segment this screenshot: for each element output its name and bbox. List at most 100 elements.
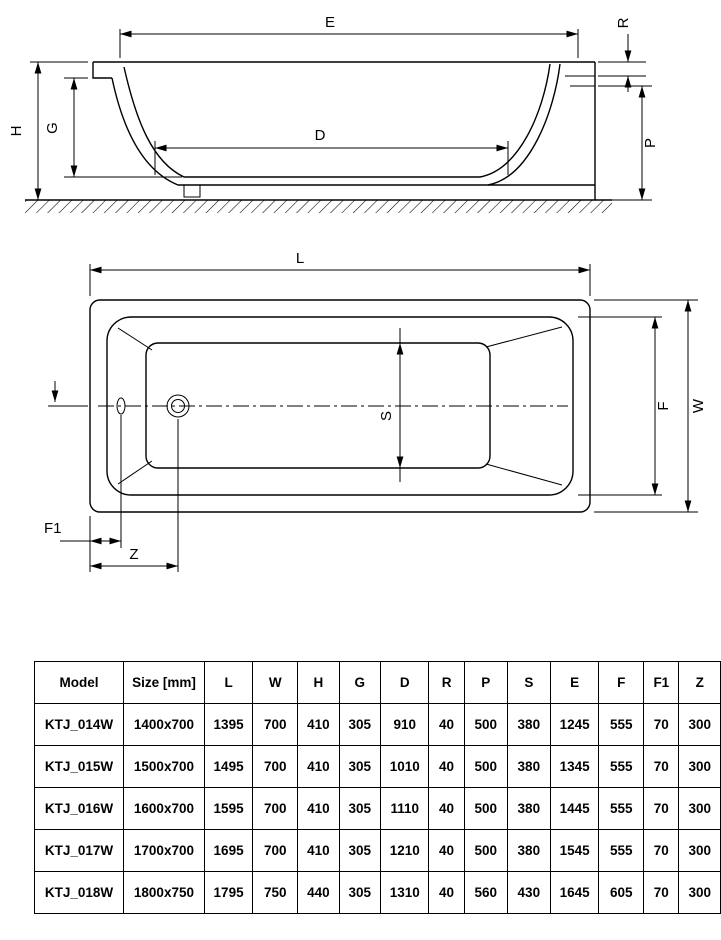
tub-right-outer-slope	[487, 63, 561, 186]
value-cell: 1345	[549, 745, 600, 788]
value-cell: 500	[463, 745, 508, 788]
bowl-slope-edge	[485, 326, 563, 348]
dim-label-w: W	[690, 398, 707, 413]
value-cell: 700	[252, 829, 299, 872]
column-header: F	[598, 661, 645, 704]
value-cell: 500	[463, 787, 508, 830]
value-cell: 1245	[549, 703, 600, 746]
value-cell: 300	[678, 787, 721, 830]
value-cell: 555	[598, 745, 645, 788]
tub-outer-shell	[111, 77, 595, 186]
value-cell: 555	[598, 787, 645, 830]
dimension-z: Z	[90, 419, 179, 572]
ground-hatching	[25, 200, 612, 213]
value-cell: 300	[678, 745, 721, 788]
value-cell: 440	[297, 871, 340, 914]
value-cell: 1645	[549, 871, 600, 914]
value-cell: 380	[506, 703, 551, 746]
tub-side-profile	[92, 61, 596, 200]
value-cell: 305	[338, 745, 381, 788]
value-cell: 555	[598, 829, 645, 872]
dimension-f1: F1	[44, 415, 122, 572]
value-cell: 560	[463, 871, 508, 914]
value-cell: 1445	[549, 787, 600, 830]
model-cell: KTJ_016W	[33, 787, 125, 830]
dimension-w: W	[594, 299, 707, 513]
value-cell: 70	[643, 871, 680, 914]
value-cell: 1800x750	[123, 871, 205, 914]
bowl-slope-edge	[117, 327, 153, 351]
value-cell: 1010	[379, 745, 430, 788]
value-cell: 1310	[379, 871, 430, 914]
dimension-e: E	[119, 14, 579, 58]
value-cell: 40	[428, 745, 465, 788]
value-cell: 1700x700	[123, 829, 205, 872]
value-cell: 305	[338, 703, 381, 746]
value-cell: 1395	[203, 703, 254, 746]
column-header: P	[463, 661, 508, 704]
model-cell: KTJ_018W	[33, 871, 125, 914]
value-cell: 555	[598, 703, 645, 746]
value-cell: 700	[252, 745, 299, 788]
value-cell: 305	[338, 871, 381, 914]
value-cell: 40	[428, 703, 465, 746]
dim-label-h: H	[8, 126, 25, 137]
column-header: W	[252, 661, 299, 704]
value-cell: 1500x700	[123, 745, 205, 788]
value-cell: 750	[252, 871, 299, 914]
value-cell: 605	[598, 871, 645, 914]
drawing-canvas: E R H G	[8, 14, 707, 572]
dim-label-z: Z	[129, 546, 138, 563]
dim-label-f: F	[655, 401, 672, 410]
value-cell: 300	[678, 703, 721, 746]
value-cell: 380	[506, 829, 551, 872]
value-cell: 380	[506, 745, 551, 788]
side-view: E R H G	[8, 14, 659, 213]
value-cell: 910	[379, 703, 430, 746]
value-cell: 500	[463, 829, 508, 872]
dimension-l: L	[89, 250, 591, 296]
value-cell: 1400x700	[123, 703, 205, 746]
value-cell: 410	[297, 829, 340, 872]
column-header: H	[297, 661, 340, 704]
dimension-f: F	[578, 316, 672, 496]
value-cell: 300	[678, 871, 721, 914]
value-cell: 1600x700	[123, 787, 205, 830]
dim-label-g: G	[44, 122, 61, 134]
column-header: D	[379, 661, 430, 704]
column-header: F1	[643, 661, 680, 704]
value-cell: 1595	[203, 787, 254, 830]
value-cell: 305	[338, 829, 381, 872]
value-cell: 410	[297, 787, 340, 830]
value-cell: 430	[506, 871, 551, 914]
value-cell: 70	[643, 745, 680, 788]
dimension-d: D	[154, 127, 509, 175]
column-header: G	[338, 661, 381, 704]
value-cell: 1795	[203, 871, 254, 914]
tub-inner-bowl	[123, 63, 551, 178]
value-cell: 70	[643, 703, 680, 746]
dim-label-d: D	[315, 127, 326, 144]
value-cell: 305	[338, 787, 381, 830]
value-cell: 70	[643, 829, 680, 872]
value-cell: 1695	[203, 829, 254, 872]
value-cell: 410	[297, 745, 340, 788]
column-header: E	[549, 661, 600, 704]
bowl-slope-edge	[485, 463, 563, 486]
ground	[25, 199, 612, 213]
dimension-g: G	[44, 77, 182, 178]
model-cell: KTJ_015W	[33, 745, 125, 788]
value-cell: 70	[643, 787, 680, 830]
dim-label-f1: F1	[44, 520, 62, 537]
value-cell: 410	[297, 703, 340, 746]
dim-label-e: E	[325, 14, 335, 31]
value-cell: 300	[678, 829, 721, 872]
